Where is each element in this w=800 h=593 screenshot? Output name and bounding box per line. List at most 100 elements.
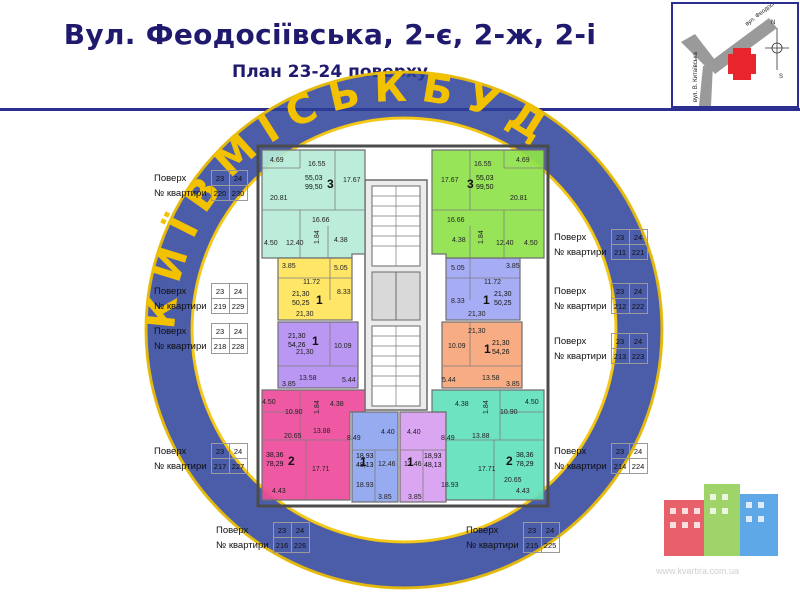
apartment-number-label: № квартири xyxy=(154,187,207,199)
room-area: 13.88 xyxy=(313,428,331,435)
apartment-number: 222 xyxy=(628,298,648,314)
apartment-summaries: 55,03 99,50 3 21,30 50,25 1 21,30 54,26 … xyxy=(266,175,534,469)
building-outline xyxy=(256,144,550,508)
apartment-total-area: 54,26 xyxy=(492,349,510,356)
apartment-number-label: № квартири xyxy=(554,300,607,312)
room-area: 17.67 xyxy=(441,177,459,184)
apartment-room-count: 3 xyxy=(467,177,474,191)
floor-label: Поверх xyxy=(554,445,587,457)
apartment-living-area: 18,93 xyxy=(356,453,374,460)
room-area: 17.71 xyxy=(478,466,496,473)
apartment-room-count: 1 xyxy=(312,334,319,348)
page-title: Вул. Феодосіївська, 2-є, 2-ж, 2-і xyxy=(63,18,597,51)
apartment-211-block xyxy=(431,149,545,259)
compass-south-label: S xyxy=(779,74,783,80)
floor-number: 24 xyxy=(628,443,648,459)
room-area-labels: 4.69 16.55 17.67 20.81 16.66 4.50 12.40 … xyxy=(262,157,539,501)
map-road-feodosiyska xyxy=(707,18,777,74)
room-area: 3.85 xyxy=(282,381,296,388)
room-area: 10.90 xyxy=(285,409,303,416)
room-area: 3.85 xyxy=(408,494,422,501)
compass-icon xyxy=(771,42,783,54)
apartment-number-label: № квартири xyxy=(154,460,207,472)
apartment-total-area: 99,50 xyxy=(476,184,494,191)
room-area: 12.46 xyxy=(378,461,396,468)
room-area: 10.09 xyxy=(448,343,466,350)
apartment-living-area: 21,30 xyxy=(288,333,306,340)
floor-label: Поверх xyxy=(154,285,187,297)
apartment-living-area: 38,36 xyxy=(266,452,284,459)
room-area: 16.55 xyxy=(308,161,326,168)
apartment-room-count: 2 xyxy=(506,454,513,468)
apartment-217-block xyxy=(261,389,366,501)
apartment-number-label: № квартири xyxy=(154,340,207,352)
apartment-blocks xyxy=(261,149,545,503)
floor-number: 23 xyxy=(522,522,542,538)
room-area: 4.50 xyxy=(264,240,278,247)
floor-number: 24 xyxy=(228,323,248,339)
apartment-218-block xyxy=(277,321,359,389)
apartment-living-area: 21,30 xyxy=(292,291,310,298)
room-area: 12.40 xyxy=(286,240,304,247)
map-building-marker-wing xyxy=(728,54,756,74)
room-area: 16.66 xyxy=(447,217,465,224)
room-area: 4.38 xyxy=(455,401,469,408)
logo-windows xyxy=(670,494,764,528)
floor-label: Поверх xyxy=(154,172,187,184)
apartment-number: 221 xyxy=(628,244,648,260)
apartment-number-label: № квартири xyxy=(554,460,607,472)
room-area: 1.84 xyxy=(314,400,321,414)
floor-number: 23 xyxy=(610,443,630,459)
stairwell-bottom-steps xyxy=(372,326,420,406)
apartment-total-area: 99,50 xyxy=(305,184,323,191)
apartment-number: 216 xyxy=(272,537,292,553)
room-area: 5.44 xyxy=(342,377,356,384)
watermark-outer-line xyxy=(144,70,664,590)
floor-number: 24 xyxy=(540,522,560,538)
apartment-number: 217 xyxy=(210,458,230,474)
apartment-total-area: 78,29 xyxy=(266,461,284,468)
apartment-number: 228 xyxy=(228,338,248,354)
apartment-number: 214 xyxy=(610,458,630,474)
apartment-number: 223 xyxy=(628,348,648,364)
room-area: 12.46 xyxy=(404,461,422,468)
apartment-living-area: 21,30 xyxy=(492,340,510,347)
room-area: 4.43 xyxy=(516,488,530,495)
apartment-total-area: 48,13 xyxy=(424,462,442,469)
apartment-number-label: № квартири xyxy=(554,246,607,258)
room-area: 5.05 xyxy=(334,265,348,272)
floor-label: Поверх xyxy=(554,285,587,297)
room-area: 17.71 xyxy=(312,466,330,473)
room-area: 1.84 xyxy=(314,230,321,244)
floor-label: Поверх xyxy=(466,524,499,536)
room-area: 21,30 xyxy=(296,349,314,356)
floor-number: 23 xyxy=(610,283,630,299)
apartment-number: 230 xyxy=(228,185,248,201)
map-road-kytaivska xyxy=(699,64,713,106)
room-area: 11.72 xyxy=(484,279,501,286)
apartment-number-label: № квартири xyxy=(154,300,207,312)
apartment-213-block xyxy=(441,321,523,389)
apartment-living-area: 21,30 xyxy=(494,291,512,298)
apartment-living-area: 38,36 xyxy=(516,452,534,459)
room-area: 20.81 xyxy=(510,195,528,202)
floor-number: 23 xyxy=(610,333,630,349)
room-area: 16.66 xyxy=(312,217,330,224)
floor-number: 23 xyxy=(610,229,630,245)
apartment-number: 212 xyxy=(610,298,630,314)
apartment-number: 226 xyxy=(290,537,310,553)
room-area: 17.67 xyxy=(343,177,361,184)
room-area: 4.38 xyxy=(452,237,466,244)
floor-number: 23 xyxy=(210,323,230,339)
apartment-total-area: 78,29 xyxy=(516,461,534,468)
room-area: 10.09 xyxy=(334,343,352,350)
room-area: 3.85 xyxy=(378,494,392,501)
map-road-west xyxy=(681,34,715,68)
apartment-number: 218 xyxy=(210,338,230,354)
